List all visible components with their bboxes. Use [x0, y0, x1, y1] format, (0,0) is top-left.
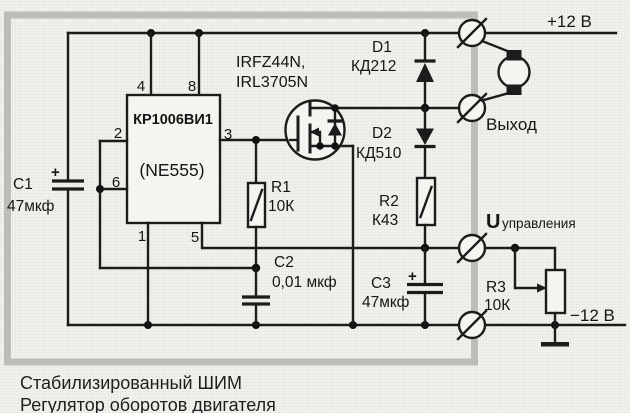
body-diode-icon: [328, 123, 342, 136]
connector-output: [456, 92, 488, 124]
resistor-r1: R1 10К: [246, 136, 294, 270]
resistor-r2: R2 К43: [372, 176, 437, 250]
connector-minus12: [456, 309, 488, 341]
c1-plus-sign: +: [51, 164, 60, 181]
r2-ref-label: R2: [379, 193, 399, 210]
motor-terminal-bottom: [506, 84, 522, 95]
c1-ref-label: C1: [13, 176, 33, 193]
control-voltage-label: U управления: [486, 211, 576, 233]
d1-icon: [416, 63, 434, 82]
ic-pin1-label: 1: [138, 228, 146, 245]
c2-value-label: 0,01 мкф: [272, 274, 337, 291]
r3-value-label: 10К: [484, 297, 510, 314]
ic-body: [125, 93, 222, 225]
caption-line1: Стабилизированный ШИМ: [20, 373, 242, 393]
r3-ref-label: R3: [486, 279, 506, 296]
potentiometer-r3: R3 10К: [483, 243, 567, 327]
power-rail-negative: [66, 321, 627, 329]
c1-value-label: 47мкф: [7, 198, 55, 215]
capacitor-c1: + C1 47мкф: [7, 31, 84, 327]
mosfet-part1-label: IRFZ44N,: [236, 54, 305, 71]
motor-terminal-top: [506, 50, 522, 61]
ic-pin5-label: 5: [191, 229, 199, 246]
minus12-label: −12 В: [570, 306, 615, 325]
device-boundary-frame: [4, 11, 478, 366]
ic-pin4-label: 4: [137, 78, 145, 95]
control-u-subscript: управления: [502, 216, 576, 231]
c3-ref-label: C3: [371, 275, 391, 292]
d2-icon: [416, 128, 434, 145]
c2-ref-label: C2: [274, 254, 294, 271]
ic-pin2-label: 2: [114, 125, 122, 142]
caption: Стабилизированный ШИМ Регулятор оборотов…: [20, 373, 276, 413]
c3-plus-sign: +: [408, 268, 417, 285]
ic-pin6-label: 6: [112, 174, 120, 191]
mosfet-arrow: [310, 127, 319, 137]
caption-line2: Регулятор оборотов двигателя: [20, 395, 276, 413]
ground-symbol: [541, 323, 569, 347]
r1-ref-label: R1: [271, 179, 291, 196]
mosfet-part2-label: IRL3705N: [236, 74, 308, 91]
motor-body: [497, 55, 531, 89]
mosfet-transistor: IRFZ44N, IRL3705N: [236, 54, 461, 327]
r2-value-label: К43: [372, 212, 398, 229]
diode-d2: D2 КД510: [356, 103, 436, 180]
capacitor-c3: + C3 47мкф: [362, 243, 443, 327]
d1-ref-label: D1: [372, 39, 392, 56]
connector-control: [456, 232, 488, 264]
plus12-label: +12 В: [547, 12, 592, 31]
ic-part-label: КР1006ВИ1: [133, 112, 213, 128]
r1-value-label: 10К: [268, 198, 294, 215]
diode-d1: D1 КД212: [351, 31, 436, 110]
d2-ref-label: D2: [372, 125, 392, 142]
ic-pin3-label: 3: [224, 126, 232, 143]
connector-plus12: [456, 17, 488, 49]
d1-part-label: КД212: [351, 58, 396, 75]
c3-value-label: 47мкф: [362, 294, 410, 311]
r3-wiper-arrow: [537, 283, 547, 293]
ic-pin8-label: 8: [188, 78, 196, 95]
d2-part-label: КД510: [356, 145, 402, 162]
control-u-symbol: U: [486, 211, 500, 233]
output-label: Выход: [486, 115, 537, 134]
ic-kr1006vi1: КР1006ВИ1 (NE555) 4 8 2 6 3 1 5: [96, 31, 461, 327]
motor: [480, 39, 531, 102]
ic-equivalent-label: (NE555): [139, 160, 204, 180]
capacitor-c2: C2 0,01 мкф: [242, 254, 337, 327]
